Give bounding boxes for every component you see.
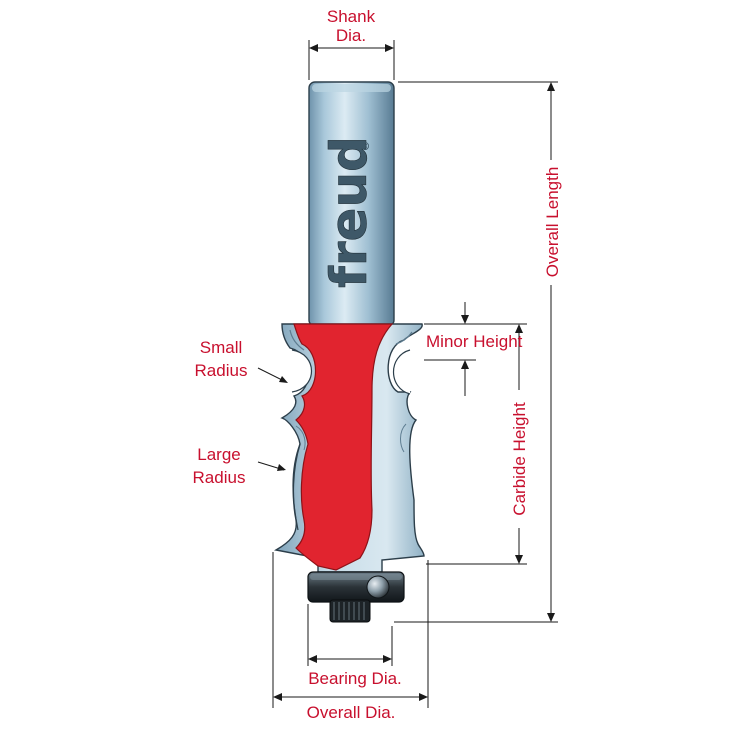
large-radius-label-line2: Radius [193,468,246,487]
dimension-lines [257,40,558,708]
bearing-dia-label: Bearing Dia. [308,669,402,688]
large-radius-label-line1: Large [197,445,240,464]
small-radius-label-line1: Small [200,338,243,357]
overall-length-label: Overall Length [543,167,562,278]
shank-dia-label-line1: Shank [327,7,376,26]
overall-dia-label: Overall Dia. [307,703,396,722]
small-radius-label-line2: Radius [195,361,248,380]
labels: Shank Dia. Overall Length Minor Height C… [193,7,562,722]
shank-dia-label-line2: Dia. [336,26,366,45]
dimension-arrowheads [273,44,555,701]
freud-logo: freud ® [320,136,379,288]
brand-logo-text: freud [320,136,378,288]
carbide-height-label: Carbide Height [510,402,529,516]
brand-registered-mark: ® [359,141,372,152]
minor-height-label: Minor Height [426,332,523,351]
bearing [307,571,405,623]
carbide-insert [291,323,411,571]
shank [308,81,395,327]
